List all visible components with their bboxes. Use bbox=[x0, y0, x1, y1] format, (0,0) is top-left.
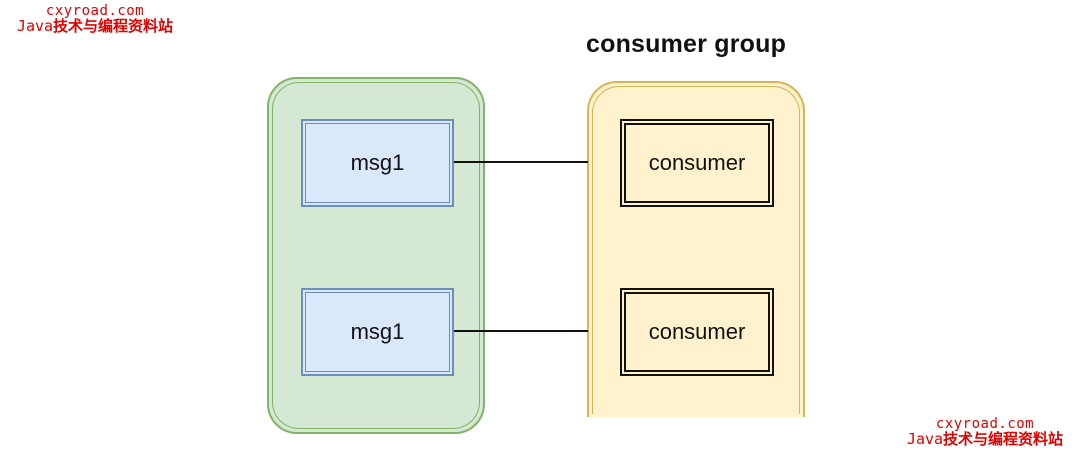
watermark-top-left: cxyroad.com Java技术与编程资料站 bbox=[5, 4, 185, 34]
watermark-url: cxyroad.com bbox=[935, 416, 1035, 432]
watermark-slogan: Java技术与编程资料站 bbox=[906, 430, 1064, 448]
watermark-url: cxyroad.com bbox=[45, 3, 145, 19]
message-box: msg1 bbox=[301, 288, 454, 376]
consumer-group-title: consumer group bbox=[586, 30, 787, 58]
connector-line bbox=[454, 161, 588, 163]
consumer-box: consumer bbox=[620, 288, 774, 376]
consumer-box: consumer bbox=[620, 119, 774, 207]
watermark-slogan: Java技术与编程资料站 bbox=[16, 17, 174, 35]
watermark-bottom-right: cxyroad.com Java技术与编程资料站 bbox=[895, 417, 1075, 447]
message-box: msg1 bbox=[301, 119, 454, 207]
connector-line bbox=[454, 330, 588, 332]
